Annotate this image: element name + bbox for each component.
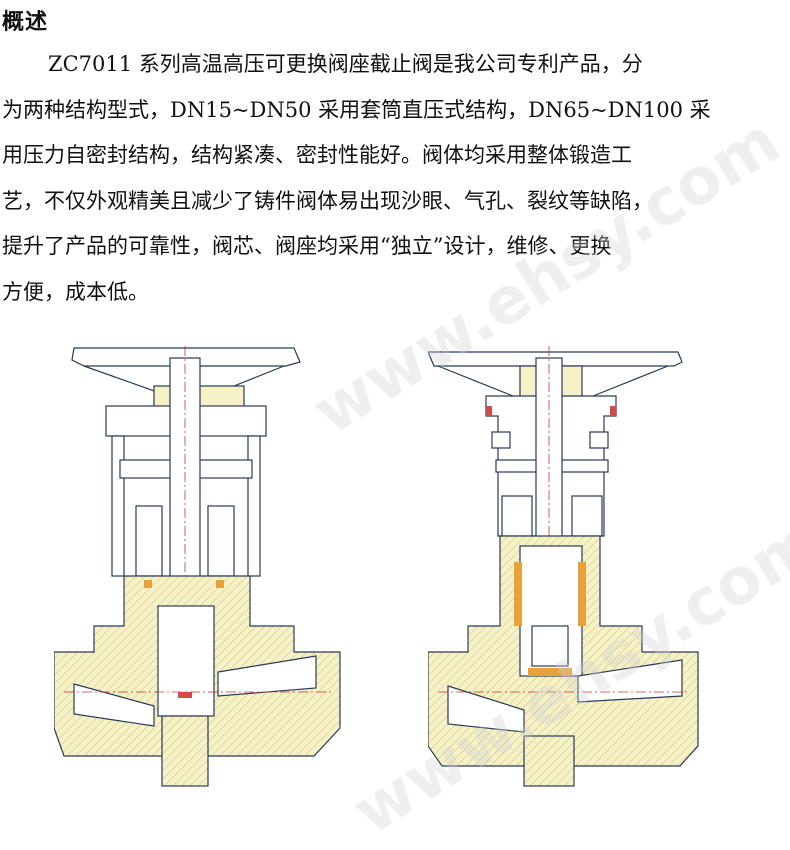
valve-drawing-sleeve-type: [54, 336, 344, 791]
paragraph-line: 提升了产品的可靠性，阀芯、阀座均采用“独立”设计，维修、更换: [2, 234, 612, 259]
paragraph-line: 用压力自密封结构，结构紧凑、密封性能好。阀体均采用整体锻造工: [2, 143, 632, 168]
valve-drawing-sleeve-type-svg: [54, 346, 341, 787]
sleeve-valve-accents: [144, 580, 224, 698]
self-seal-valve-accents: [486, 406, 616, 676]
paragraph-line: ZC7011 系列高温高压可更换阀座截止阀是我公司专利产品，分: [48, 52, 643, 76]
paragraph-line: 方便，成本低。: [2, 279, 149, 304]
self-seal-valve-outline: [428, 346, 699, 787]
valve-drawing-self-seal-type-svg: [428, 346, 699, 787]
overview-paragraph: ZC7011 系列高温高压可更换阀座截止阀是我公司专利产品，分 为两种结构型式，…: [2, 42, 722, 316]
sleeve-valve-outline: [54, 346, 341, 787]
paragraph-line: 为两种结构型式，DN15~DN50 采用套筒直压式结构，DN65~DN100 采: [2, 97, 711, 122]
valve-drawing-self-seal-type: [428, 336, 700, 791]
paragraph-line: 艺，不仅外观精美且减少了铸件阀体易出现沙眼、气孔、裂纹等缺陷，: [2, 188, 653, 213]
section-heading: 概述: [2, 10, 49, 35]
